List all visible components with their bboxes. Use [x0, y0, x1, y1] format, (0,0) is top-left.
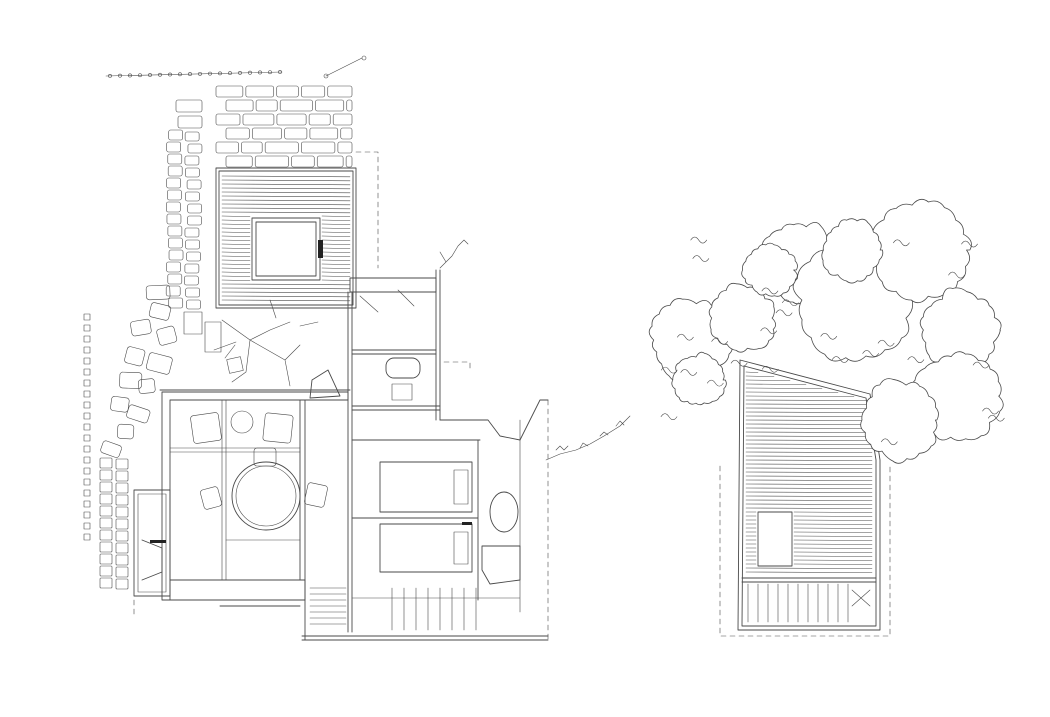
bathtub	[385, 357, 421, 379]
dining-chair	[253, 447, 277, 467]
climbing-vine	[439, 239, 631, 461]
dining-chair	[200, 486, 222, 510]
annex-opening	[757, 511, 793, 567]
garden-fence-line	[105, 55, 367, 79]
armchair	[262, 412, 294, 444]
staircase	[309, 587, 477, 631]
stepping-stones	[83, 284, 178, 541]
dining-chair	[304, 482, 328, 508]
main-house-plan	[83, 55, 631, 641]
tree-canopy	[648, 198, 1005, 464]
skylight-opening	[251, 217, 321, 281]
side-table	[230, 410, 254, 434]
stone-paving-courtyard	[175, 85, 353, 168]
dining-area	[141, 410, 328, 581]
annex-roof	[737, 359, 881, 631]
wash-basin	[489, 491, 519, 533]
stone-wall-west	[99, 129, 203, 590]
annex-plan	[648, 198, 1005, 637]
armchair	[190, 412, 222, 444]
annex-stairs	[747, 583, 849, 623]
main-floor-walls	[133, 389, 351, 641]
round-dining-table	[231, 461, 301, 531]
bed	[379, 461, 473, 513]
bed	[379, 523, 473, 573]
upper-wing	[215, 151, 379, 309]
central-garden	[183, 299, 341, 399]
bedroom-wing	[301, 269, 549, 641]
